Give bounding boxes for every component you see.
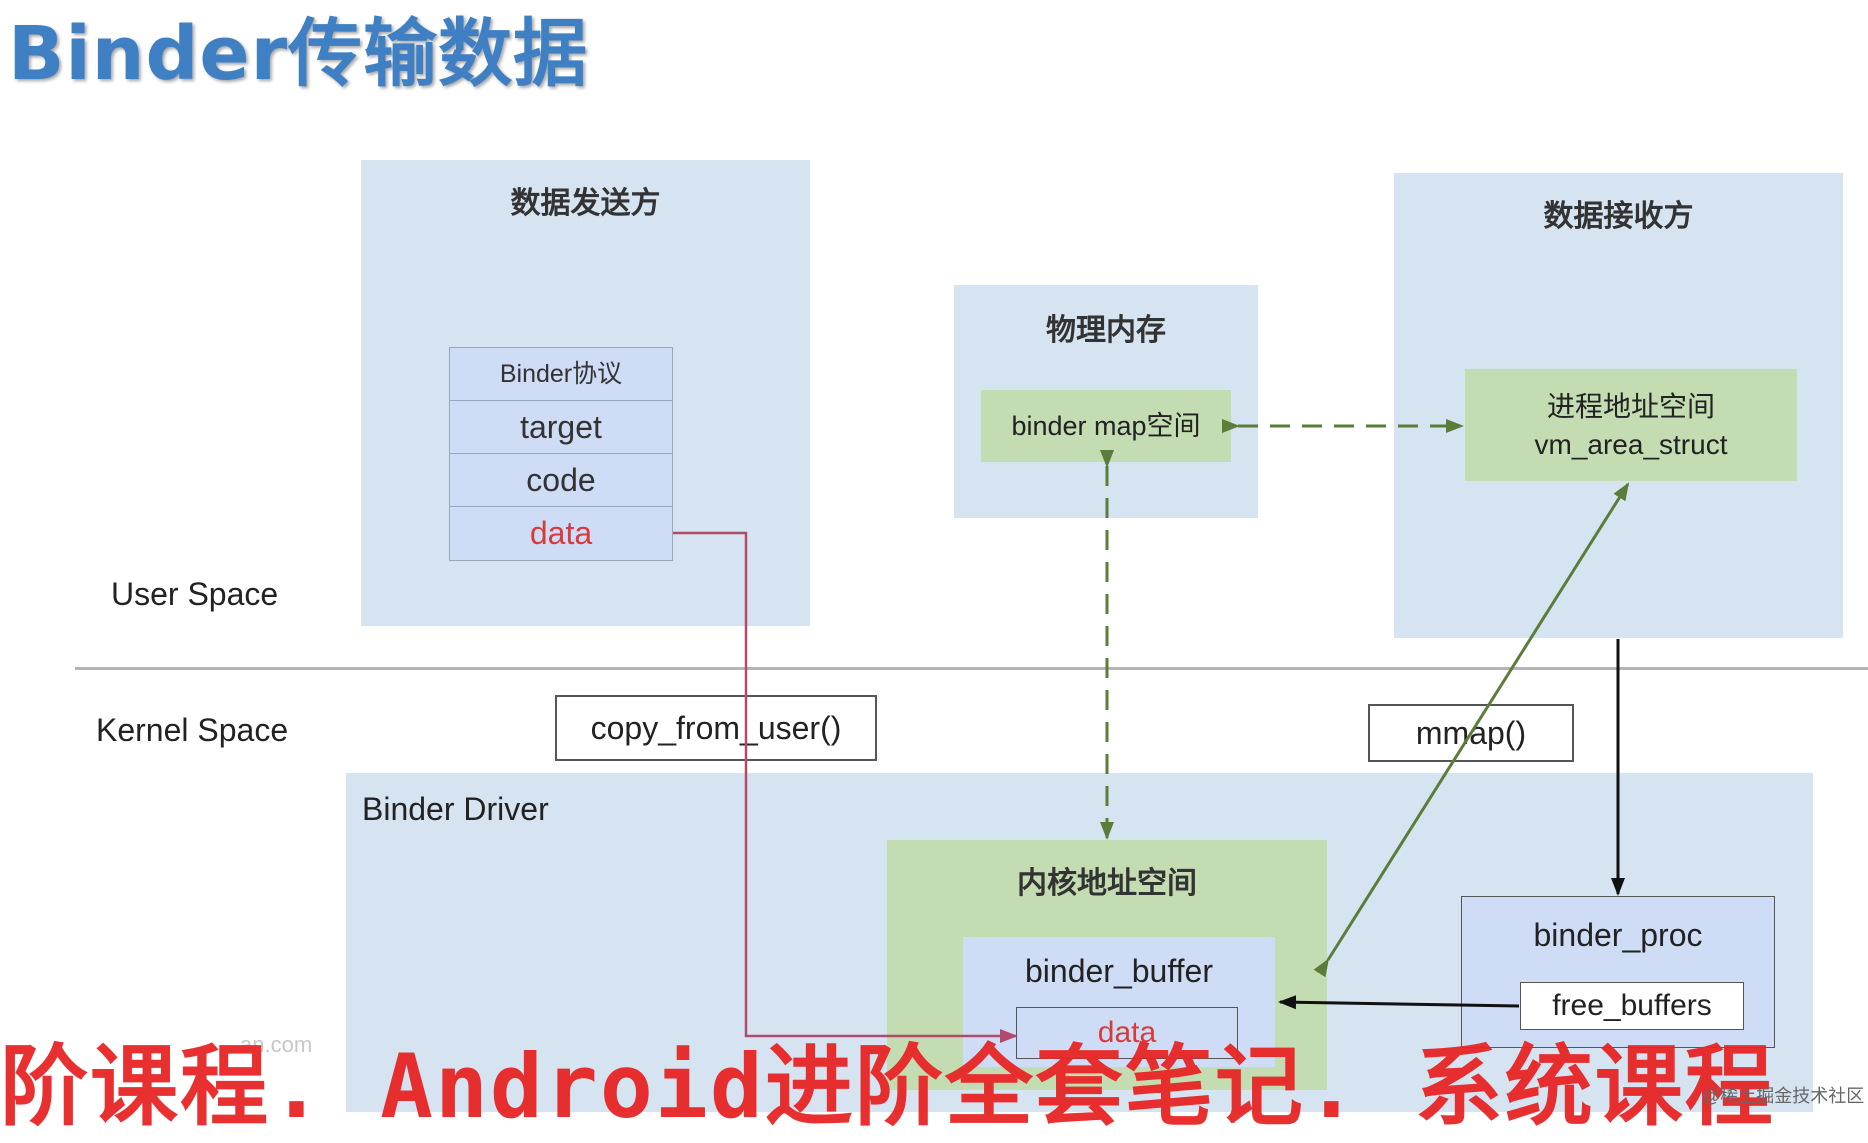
binder-buffer-data: data <box>1016 1007 1238 1059</box>
sender-title: 数据发送方 <box>510 186 661 221</box>
site-watermark: @稀土掘金技术社区 <box>1702 1086 1865 1106</box>
physical-memory-title: 物理内存 <box>1046 313 1166 348</box>
binder-buffer-box: binder_buffer data <box>963 937 1275 1067</box>
copy-from-user-label: copy_from_user() <box>590 710 842 746</box>
binder-buffer-data-label: data <box>1097 1016 1157 1049</box>
faint-watermark: an.com <box>240 1032 313 1057</box>
sender-panel: 数据发送方 Binder协议 target code data <box>361 160 810 626</box>
binder-driver-title: Binder Driver <box>362 791 549 827</box>
binder-buffer-label: binder_buffer <box>1025 953 1213 989</box>
protocol-data: data <box>449 506 673 561</box>
space-divider <box>75 667 1868 670</box>
page-title: Binder传输数据 <box>8 11 589 97</box>
kernel-address-space-box: 内核地址空间 binder_buffer data <box>887 840 1327 1090</box>
copy-from-user-arrow <box>673 531 1018 1043</box>
vm-area-line2: vm_area_struct <box>1534 429 1728 460</box>
vm-area-line1: 进程地址空间 <box>1546 391 1715 422</box>
course-watermark: 阶课程. Android进阶全套笔记. 系统课程 <box>0 1035 1775 1138</box>
user-space-label: User Space <box>111 576 279 612</box>
kernel-space-label: Kernel Space <box>96 712 289 748</box>
receiver-title: 数据接收方 <box>1543 199 1694 234</box>
mmap-arrow <box>1313 482 1630 978</box>
free-buffers-label: free_buffers <box>1552 989 1712 1022</box>
protocol-target: target <box>449 400 673 454</box>
kernel-address-space-title: 内核地址空间 <box>1017 866 1197 901</box>
free-buffers-box: free_buffers <box>1520 982 1744 1030</box>
protocol-table: Binder协议 target code data <box>449 347 673 561</box>
protocol-header: Binder协议 <box>449 347 673 401</box>
free-buffers-to-buffer-arrow <box>1278 995 1520 1010</box>
connector-layer <box>673 419 1630 1043</box>
binder-map-label: binder map空间 <box>1011 411 1201 441</box>
vm-area-box: 进程地址空间 vm_area_struct <box>1465 369 1797 481</box>
copy-from-user-box: copy_from_user() <box>555 695 877 761</box>
protocol-code: code <box>449 453 673 507</box>
